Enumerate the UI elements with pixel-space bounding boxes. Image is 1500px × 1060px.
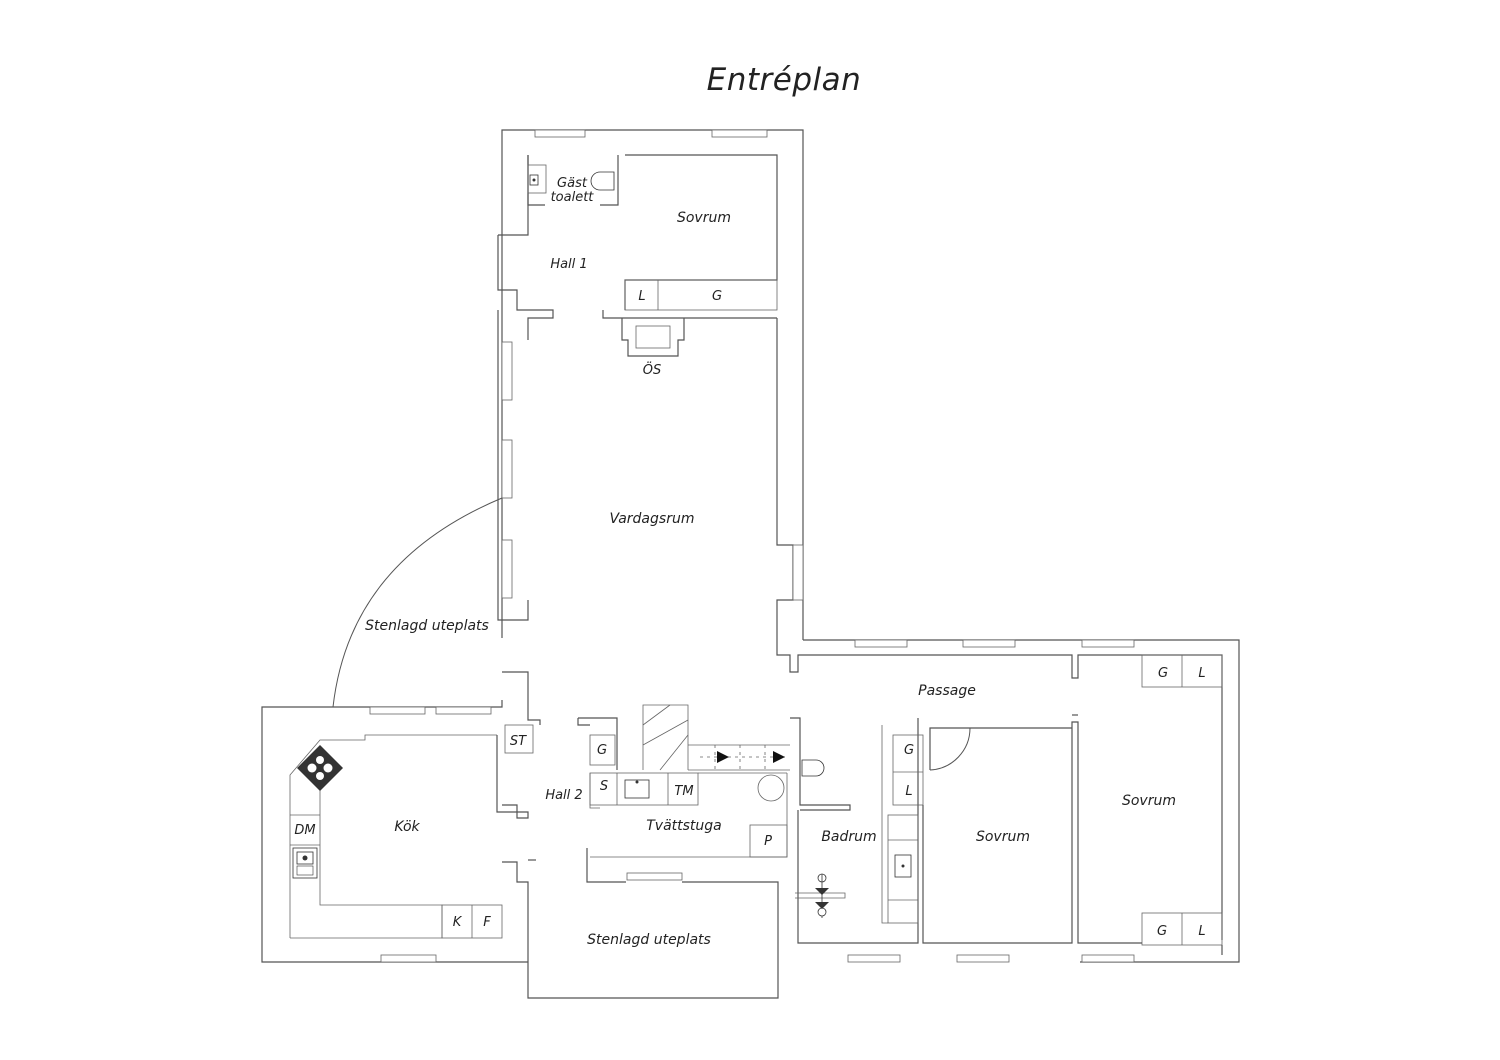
label-st: ST [510, 734, 527, 749]
label-badrum: Badrum [821, 829, 876, 845]
label-g-passage: G [1158, 666, 1168, 681]
label-os: ÖS [643, 361, 661, 378]
wardrobe-top [624, 279, 778, 311]
washbasin-icon [529, 174, 539, 186]
label-kok: Kök [394, 819, 420, 835]
label-s: S [600, 779, 608, 794]
toilet-icon [801, 759, 825, 777]
door-swing-icon [929, 727, 971, 771]
shower-icon [815, 873, 829, 918]
outer-walls [261, 129, 1240, 963]
label-tvattstuga: Tvättstuga [646, 818, 722, 834]
label-l-bad: L [905, 784, 912, 799]
label-vardagsrum: Vardagsrum [610, 511, 695, 527]
patio-west [332, 497, 503, 708]
room-labels: Gäst toalett Sovrum Hall 1 L G ÖS Vardag… [294, 176, 1205, 948]
plan-title: Entréplan [706, 62, 862, 98]
bedroom-middle [922, 714, 1080, 944]
kitchen [289, 734, 536, 962]
label-sovrum-middle: Sovrum [976, 829, 1030, 845]
bathroom [795, 718, 924, 944]
label-g-hall2: G [597, 743, 607, 758]
label-toalett: toalett [551, 190, 595, 205]
fireplace [621, 318, 685, 357]
label-stenlagd-west: Stenlagd uteplats [365, 618, 489, 634]
label-f: F [483, 915, 491, 930]
label-dm: DM [294, 823, 315, 838]
label-tm: TM [674, 784, 693, 799]
label-l-passage: L [1198, 666, 1205, 681]
washbasin-icon [894, 854, 912, 878]
label-g-bottom: G [1157, 924, 1167, 939]
label-passage: Passage [918, 683, 976, 699]
label-l-bottom: L [1198, 924, 1205, 939]
stair-arrow-icon [717, 751, 785, 763]
bedroom-east [1080, 654, 1223, 955]
label-hall2: Hall 2 [545, 788, 582, 803]
sink-icon [292, 847, 318, 879]
laundry-and-stairs [527, 704, 851, 999]
label-p: P [764, 834, 772, 849]
stove-icon [297, 745, 343, 791]
washbasin-icon [624, 779, 650, 799]
windows [369, 129, 1135, 963]
label-g-top: G [712, 289, 722, 304]
label-gast: Gäst [557, 176, 588, 191]
label-hall1: Hall 1 [550, 257, 587, 272]
guest-toilet [527, 155, 619, 206]
label-g-bad: G [904, 743, 914, 758]
label-sovrum-top: Sovrum [677, 210, 731, 226]
label-stenlagd-south: Stenlagd uteplats [587, 932, 711, 948]
label-l-top: L [638, 289, 645, 304]
toilet-icon [590, 171, 615, 191]
label-sovrum-east: Sovrum [1122, 793, 1176, 809]
storage-st [502, 671, 541, 754]
label-k: K [453, 915, 463, 930]
